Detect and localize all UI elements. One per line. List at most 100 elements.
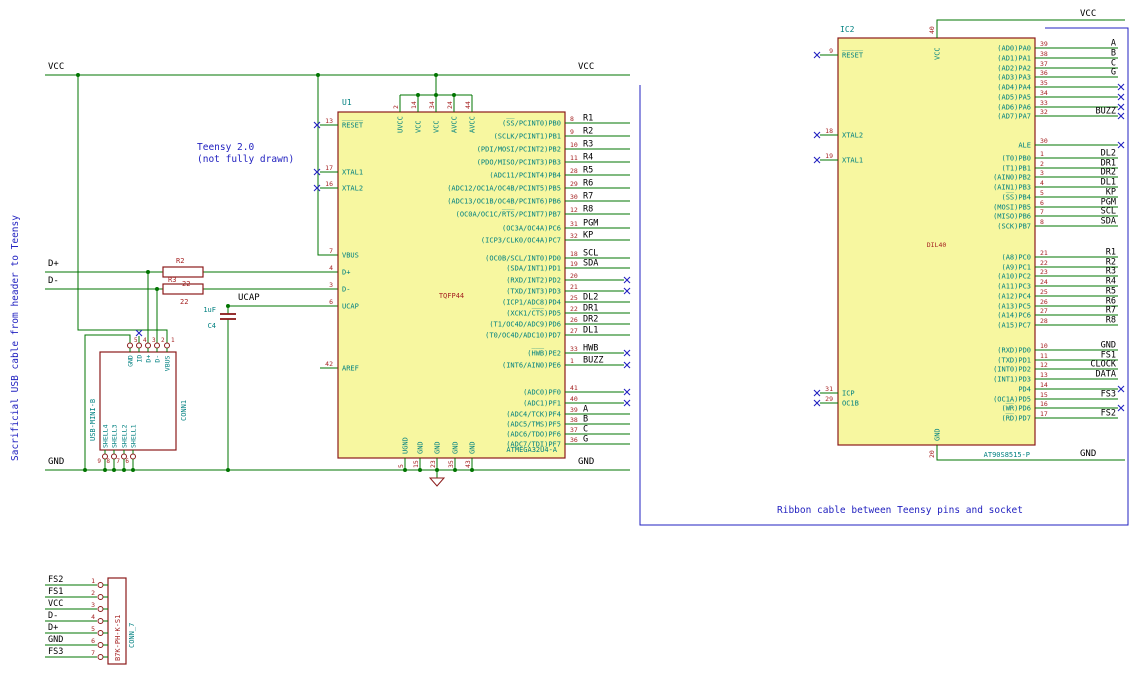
net-label-dr2: DR2	[583, 315, 598, 325]
pin-name: ALE	[1018, 142, 1031, 150]
net-label-ucap: UCAP	[238, 293, 260, 303]
net-label-d+: D+	[48, 623, 58, 633]
ic2-part-name: AT90S8515-P	[984, 451, 1030, 459]
pin-name: (A13)PC5	[997, 303, 1031, 311]
pin-number: 9	[97, 458, 101, 465]
pin-name: (ADC11/PCINT4)PB4	[489, 172, 561, 180]
net-label-r7: R7	[583, 192, 593, 202]
resistor-r3-body[interactable]	[162, 283, 204, 295]
net-label-kp: KP	[1106, 188, 1116, 198]
pin-name: PD4	[1018, 386, 1031, 394]
pin-number: 18	[825, 127, 833, 135]
pin-name: (INT6/AIN0)PE6	[502, 362, 561, 370]
net-label-d-: D-	[48, 611, 58, 621]
pin-number: 29	[570, 180, 578, 188]
pin-number: 22	[1040, 259, 1048, 267]
pin-name: (TXD/INT3)PD3	[506, 288, 561, 296]
pin-number: 4	[91, 613, 95, 621]
pin-number: 2	[392, 105, 400, 109]
no-connect-icon	[623, 349, 631, 357]
no-connect-icon	[1117, 404, 1125, 412]
wire	[936, 19, 1125, 38]
u1-body[interactable]	[337, 111, 566, 459]
conn7-reference: CONN_7	[128, 623, 136, 648]
junction-dot	[83, 468, 87, 472]
pin-number: 21	[570, 283, 578, 291]
pin-name: (T1/OC4D/ADC9)PD6	[489, 321, 561, 329]
pin-number: 20	[570, 272, 578, 280]
net-label-scl: SCL	[1101, 207, 1116, 217]
pin-name: XTAL2	[342, 185, 363, 193]
pin-name: (T1)PB1	[1001, 165, 1031, 173]
pin-number: 25	[1040, 288, 1048, 296]
u1-value: TQFP44	[439, 292, 464, 300]
pin-number: 9	[570, 128, 574, 136]
pin-name: R̅E̅S̅E̅T̅	[342, 120, 364, 129]
junction-dot	[76, 73, 80, 77]
net-label-scl: SCL	[583, 249, 598, 259]
pin-name: (AD6)PA6	[997, 104, 1031, 112]
ic2-body[interactable]	[837, 37, 1036, 446]
pin-name: (AD7)PA7	[997, 113, 1031, 121]
resistor-value: 22	[180, 298, 188, 306]
pin-number: 19	[825, 152, 833, 160]
pin-number: 29	[825, 395, 833, 403]
net-label-fs3: FS3	[48, 647, 63, 657]
pin-number: 15	[412, 460, 420, 468]
pin-number: 26	[1040, 298, 1048, 306]
pin-number: 5	[397, 464, 405, 468]
pin-number: 3	[91, 601, 95, 609]
pin-name: (AD4)PA4	[997, 84, 1031, 92]
pin-number: 9	[829, 47, 833, 55]
pin-name: (A10)PC2	[997, 273, 1031, 281]
net-label-fs2: FS2	[48, 575, 63, 585]
junction-dot	[226, 304, 230, 308]
pin-number: 23	[1040, 268, 1048, 276]
junction-dot	[155, 287, 159, 291]
net-label-c: C	[1111, 59, 1116, 69]
pin-number: 6	[125, 458, 129, 465]
pin-number: 34	[1040, 89, 1048, 97]
pin-name: (AD1)PA1	[997, 55, 1031, 63]
resistor-reference: R3	[168, 276, 176, 284]
conn1-body[interactable]	[99, 351, 177, 451]
pin-number: 33	[1040, 99, 1048, 107]
no-connect-icon	[813, 131, 821, 139]
pin-number: 4	[143, 337, 147, 344]
pin-number: 38	[570, 416, 578, 424]
pin-name: GND	[452, 441, 460, 454]
pin-number: 35	[1040, 79, 1048, 87]
pin-name: D-	[342, 286, 350, 294]
pin-number: 1	[1040, 150, 1044, 158]
wire	[77, 75, 168, 343]
pin-name: (ADC4/TCK)PF4	[506, 411, 561, 419]
pin-name: (T0)PB0	[1001, 155, 1031, 163]
pin-name: (ADC12/OC1A/OC4B/PCINT5)PB5	[447, 185, 561, 193]
pin-number: 43	[464, 460, 472, 468]
pin-number: 40	[570, 395, 578, 403]
pin-name: (SDA/INT1)PD1	[506, 265, 561, 273]
net-label-b: B	[1111, 49, 1116, 59]
no-connect-icon	[313, 184, 321, 192]
pin-name: GND	[469, 441, 477, 454]
pin-name: OC1B	[842, 400, 859, 408]
pin-name: (S̅S̅)PB4	[1001, 192, 1031, 201]
no-connect-icon	[1117, 93, 1125, 101]
no-connect-icon	[813, 399, 821, 407]
net-label-fs3: FS3	[1101, 390, 1116, 400]
pin-number: 27	[1040, 307, 1048, 315]
no-connect-icon	[813, 156, 821, 164]
no-connect-icon	[813, 389, 821, 397]
net-label-dl2: DL2	[1101, 149, 1116, 159]
pin-number: 32	[570, 232, 578, 240]
pin-name: VCC	[433, 120, 441, 133]
pin-name: UGND	[402, 437, 410, 454]
resistor-r2-body[interactable]	[162, 266, 204, 278]
pin-name: D-	[154, 355, 162, 363]
pin-number: 7	[91, 649, 95, 657]
pin-number: 4	[1040, 179, 1044, 187]
pin-name: (PDO/MISO/PCINT3)PB3	[477, 159, 561, 167]
net-label-b: B	[583, 415, 588, 425]
pin-number: 35	[447, 460, 455, 468]
pin-number: 15	[1040, 391, 1048, 399]
